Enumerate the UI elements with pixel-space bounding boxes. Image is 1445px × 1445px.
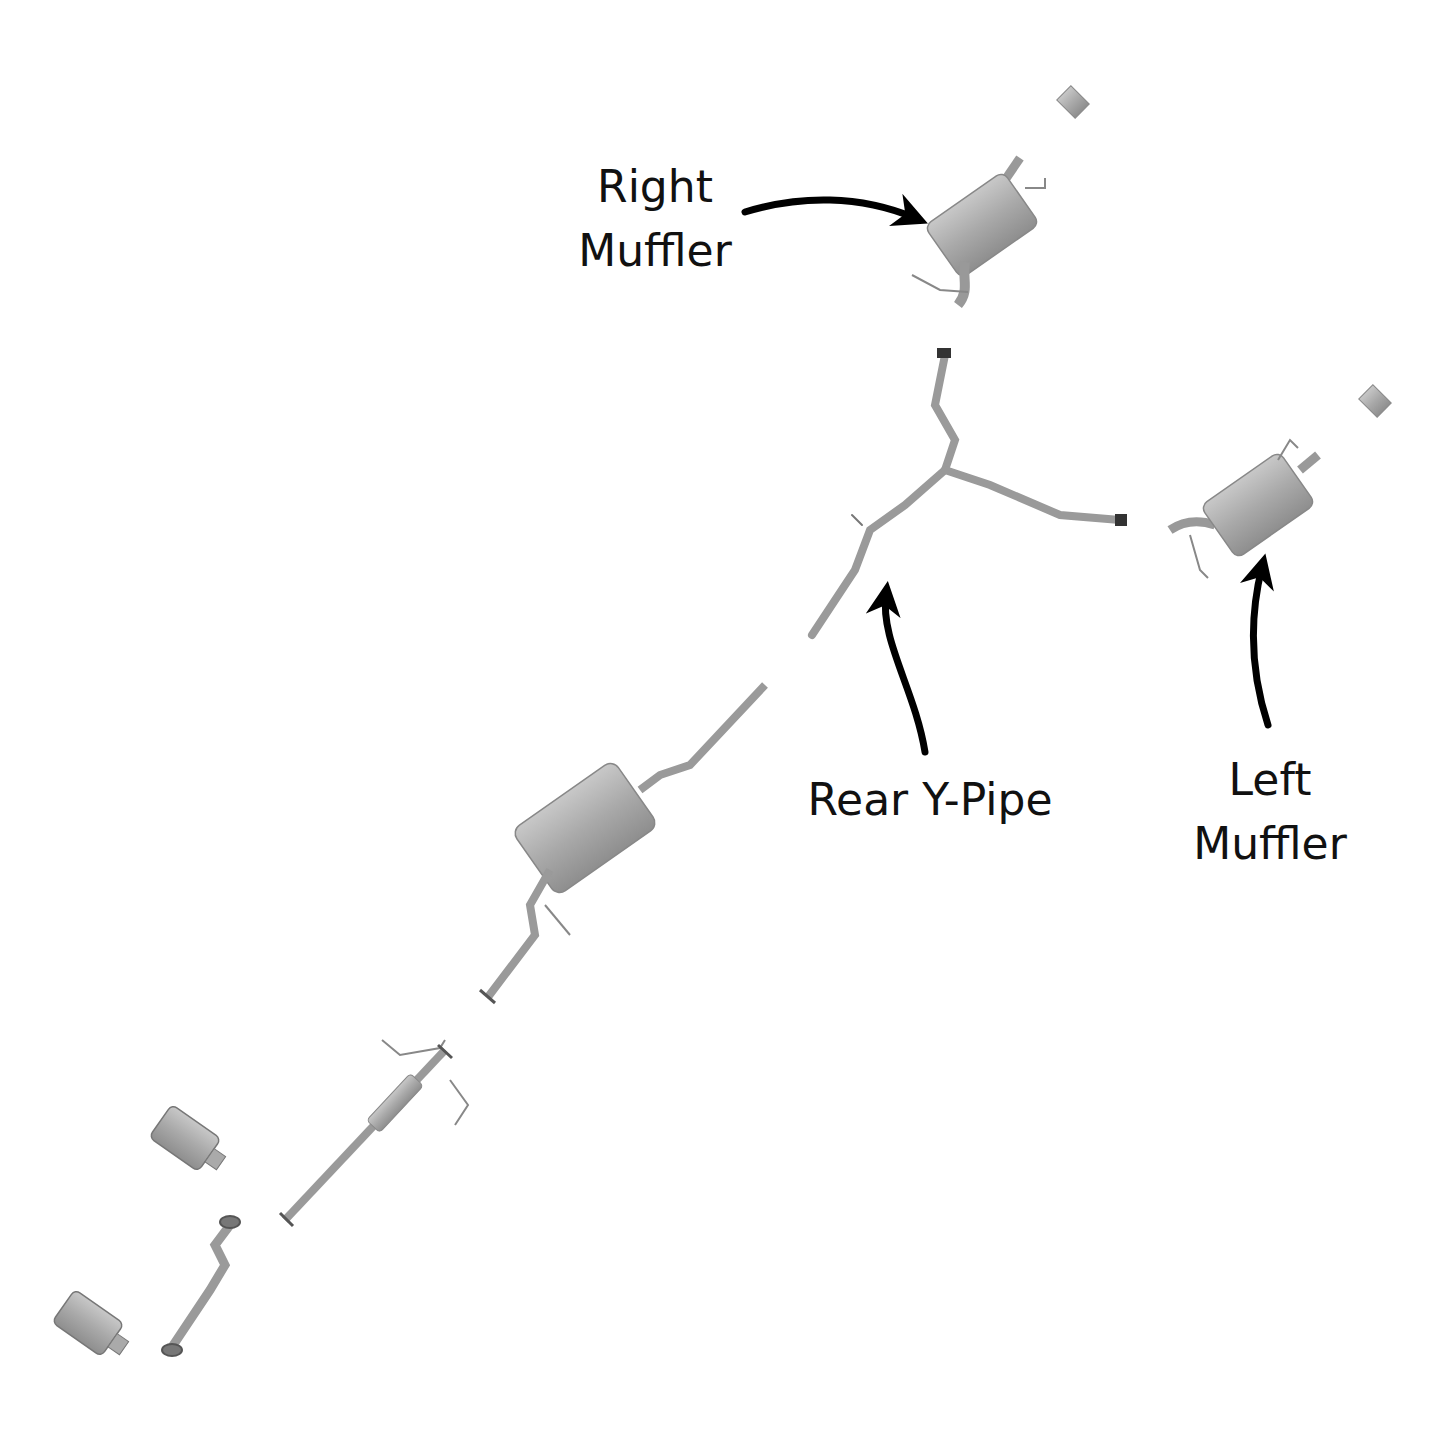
- part-label: Rear Y-Pipe: [760, 768, 1100, 832]
- catalytic-converter: [52, 1289, 136, 1364]
- catalytic-converter: [149, 1104, 233, 1179]
- left-muffler: [1170, 440, 1318, 578]
- tail-tip: [1359, 385, 1392, 418]
- part-label: Right Muffler: [545, 155, 765, 283]
- part-label: Left Muffler: [1160, 748, 1380, 876]
- leader-arrow: [745, 200, 1268, 752]
- intermediate-pipe: [480, 685, 765, 1003]
- tail-tip: [1057, 86, 1090, 119]
- front-pipe: [162, 1216, 240, 1356]
- resonator-pipe: [280, 1040, 468, 1226]
- right-muffler: [912, 158, 1045, 305]
- rear-y-pipe: [812, 348, 1127, 635]
